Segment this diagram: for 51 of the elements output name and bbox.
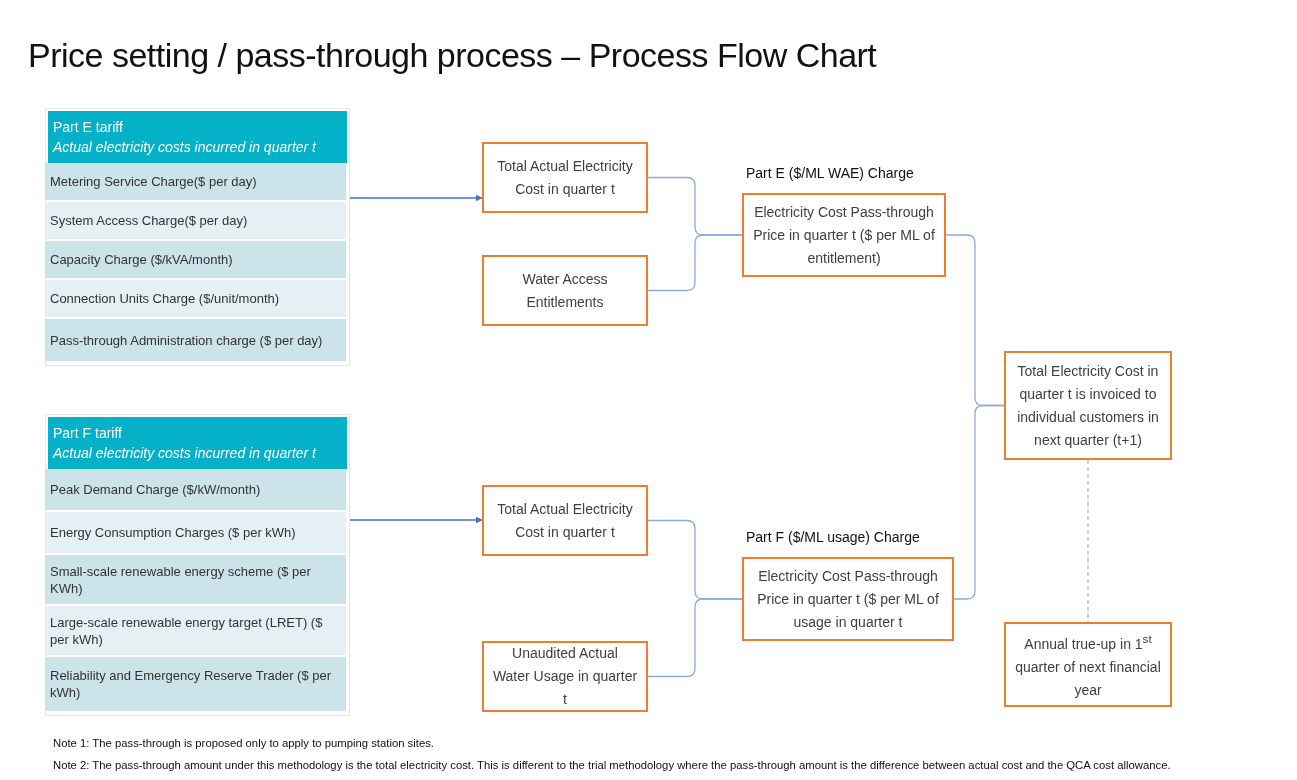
- box-text: Unaudited Actual Water Usage in quarter t: [492, 644, 638, 709]
- tariff-row: [45, 469, 346, 510]
- row-text: Small-scale renewable energy scheme ($ per KWh): [50, 562, 312, 597]
- row-text: Peak Demand Charge ($/kW/month): [50, 481, 261, 498]
- row-text: Energy Consumption Charges ($ per kWh): [50, 524, 296, 541]
- row-text: Connection Units Charge ($/unit/month): [50, 290, 280, 307]
- dashed-connector: [1087, 459, 1089, 623]
- row-text: Metering Service Charge($ per day): [50, 173, 257, 190]
- process-box: [482, 255, 648, 326]
- note-text: Note 2: The pass-through amount under this methodology is the total electricity cost. This is different to the trial methodology where the pass-through amount is the difference between actual cost and the QCA cost allowance.: [53, 759, 1171, 771]
- process-box: [1004, 622, 1172, 707]
- box-text: Electricity Cost Pass-through Price in quarter t ($ per ML of usage in quarter t: [756, 566, 940, 632]
- bracket-connector: [953, 404, 1005, 600]
- tariff-row: [45, 555, 346, 604]
- tariff-row: [45, 606, 346, 655]
- row-text: Reliability and Emergency Reserve Trader ($ per kWh): [50, 667, 333, 701]
- tariff-row: [45, 241, 346, 278]
- row-text: Large-scale renewable energy target (LRET) ($ per kWh): [50, 613, 324, 648]
- box-text: Total Actual Electricity Cost in quarter t: [496, 156, 634, 199]
- tariff-row: [45, 280, 346, 317]
- tariff-row: [45, 163, 346, 200]
- table-subtitle: Actual electricity costs incurred in quarter t: [53, 444, 318, 463]
- arrow: [349, 194, 483, 202]
- tariff-row: [45, 202, 346, 239]
- charge-heading: Part E ($/ML WAE) Charge: [746, 165, 914, 181]
- process-box: [482, 485, 648, 556]
- process-box: [482, 641, 648, 712]
- row-text: Pass-through Administration charge ($ per day): [50, 331, 323, 349]
- arrow: [349, 516, 483, 524]
- bracket-connector: [647, 598, 743, 678]
- note-text: Note 1: The pass-through is proposed only to apply to pumping station sites.: [53, 737, 434, 749]
- row-text: System Access Charge($ per day): [50, 212, 248, 229]
- row-text: Capacity Charge ($/kVA/month): [50, 251, 233, 268]
- box-text: Water Access Entitlements: [521, 269, 609, 312]
- box-text: Total Actual Electricity Cost in quarter t: [496, 499, 634, 542]
- box-text: Electricity Cost Pass-through Price in quarter t ($ per ML of entitlement): [752, 202, 936, 268]
- table-title: Part E tariff: [53, 118, 124, 137]
- charge-heading: Part F ($/ML usage) Charge: [746, 529, 920, 545]
- process-box: [1004, 351, 1172, 460]
- tariff-row: [45, 657, 346, 711]
- tariff-table: [45, 414, 350, 716]
- tariff-row: [45, 512, 346, 553]
- bracket-connector: [647, 234, 743, 292]
- table-title: Part F tariff: [53, 424, 123, 443]
- tariff-row: [45, 319, 346, 361]
- process-box: [482, 142, 648, 213]
- tariff-table: [45, 108, 350, 366]
- box-text: Annual true-up in 1$^{st}$ quarter of next financial year: [1014, 631, 1162, 700]
- chart-title: Price setting / pass-through process – Process Flow Chart: [28, 36, 877, 75]
- table-subtitle: Actual electricity costs incurred in quarter t: [53, 138, 318, 157]
- box-text: Total Electricity Cost in quarter t is invoiced to individual customers in next quarter (t+1): [1016, 361, 1160, 450]
